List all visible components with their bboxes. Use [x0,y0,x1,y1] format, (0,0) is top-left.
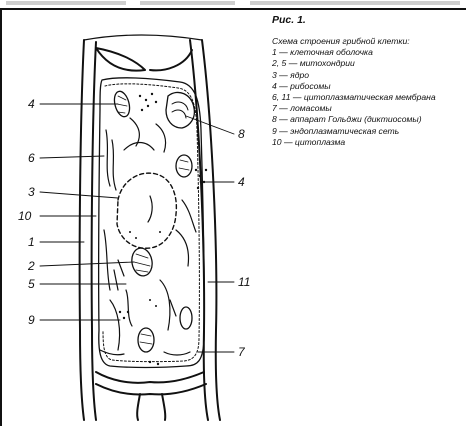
label-3: 3 [28,185,35,199]
label-4-left: 4 [28,97,35,111]
legend-item: 6, 11 — цитоплазматическая мембрана [272,92,464,103]
legend-item: 10 — цитоплазма [272,137,464,148]
label-1: 1 [28,235,35,249]
label-11: 11 [238,275,250,289]
figure-number: Рис. 1. [272,14,464,26]
plasma-membrane [99,78,205,368]
legend-item: 1 — клеточная оболочка [272,47,464,58]
endoplasmic-reticulum [100,118,196,355]
label-5: 5 [28,277,35,291]
legend-item: 4 — рибосомы [272,81,464,92]
label-7: 7 [238,345,246,359]
caption-title: Схема строения грибной клетки: [272,36,464,47]
label-2: 2 [27,259,35,273]
label-8: 8 [238,127,245,141]
nucleus [117,173,176,248]
label-10: 10 [18,209,32,223]
label-9: 9 [28,313,35,327]
legend-item: 9 — эндоплазматическая сеть [272,126,464,137]
label-4-right: 4 [238,175,245,189]
legend-item: 7 — ломасомы [272,103,464,114]
label-6: 6 [28,151,35,165]
mitochondria [112,90,192,352]
legend-item: 2, 5 — митохондрии [272,58,464,69]
legend-item: 8 — аппарат Гольджи (диктиосомы) [272,114,464,125]
figure-caption: Рис. 1. Схема строения грибной клетки: 1… [272,14,464,148]
legend-item: 3 — ядро [272,70,464,81]
ribosomes [119,93,207,365]
